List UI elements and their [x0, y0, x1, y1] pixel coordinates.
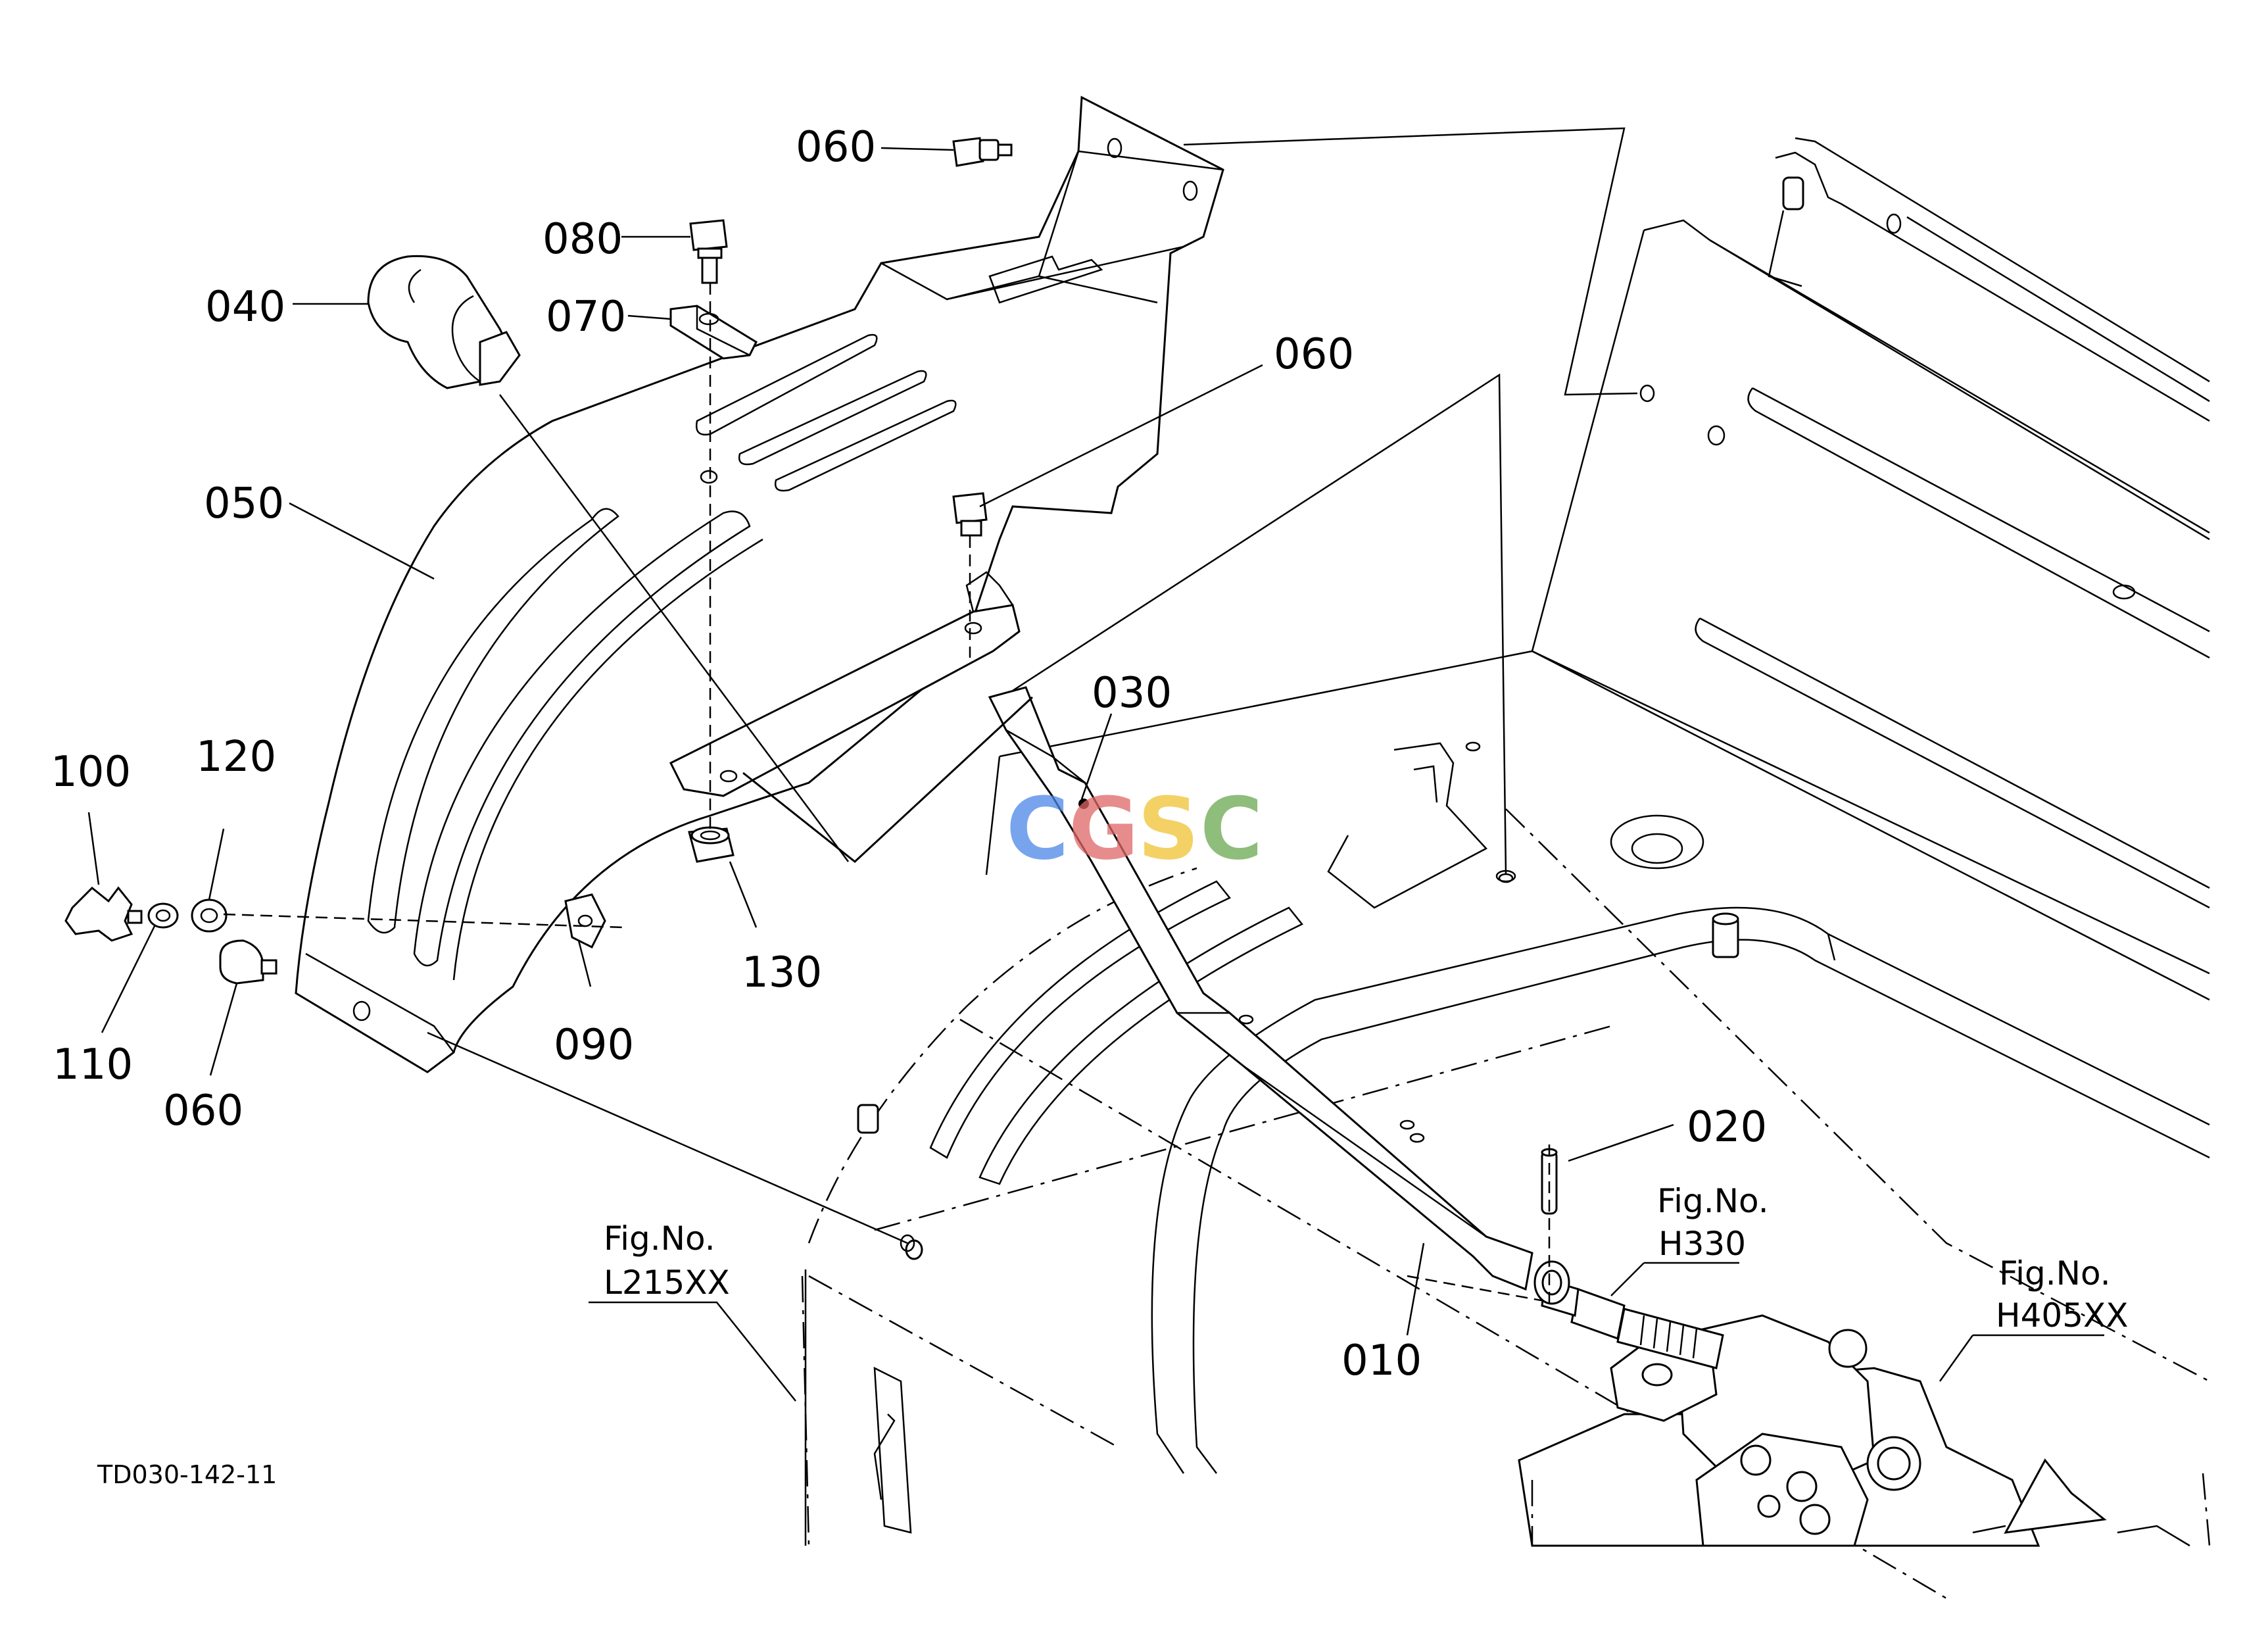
machine-body	[801, 137, 2210, 1600]
callout-040: 040	[205, 283, 285, 332]
callout-labels: 060 080 070 040 060 050 030 100 120 130 …	[51, 123, 1767, 1385]
figure-references: Fig.No. L215XX Fig.No. H330 Fig.No. H405…	[604, 1182, 2129, 1335]
callout-060-bottom: 060	[163, 1087, 243, 1135]
fig-ref-l215-code: L215XX	[604, 1264, 730, 1302]
fig-ref-l215-prefix: Fig.No.	[604, 1219, 715, 1258]
fig-ref-h330-code: H330	[1658, 1225, 1746, 1263]
hardware-parts	[64, 137, 1013, 985]
fig-ref-h330-prefix: Fig.No.	[1657, 1182, 1769, 1220]
callout-030: 030	[1092, 669, 1172, 718]
callout-020: 020	[1687, 1103, 1767, 1152]
watermark: C G S C	[1006, 779, 1263, 879]
watermark-letter-c1: C	[1006, 779, 1069, 879]
leader-lines	[87, 127, 2104, 1402]
lever-pivot-dot	[1078, 799, 1089, 809]
lever-guide-cover	[295, 95, 1224, 1073]
callout-090: 090	[554, 1021, 634, 1069]
watermark-letter-s: S	[1138, 779, 1199, 879]
watermark-letter-g: G	[1069, 779, 1139, 879]
callout-060-mid: 060	[1274, 330, 1354, 379]
fig-ref-h405-code: H405XX	[1996, 1296, 2129, 1335]
callout-110: 110	[53, 1041, 133, 1089]
fig-ref-h405-prefix: Fig.No.	[1999, 1254, 2111, 1292]
diagram-code: TD030-142-11	[97, 1460, 277, 1489]
assembly-lines	[223, 283, 1034, 929]
callout-100: 100	[51, 748, 131, 797]
callout-070: 070	[546, 293, 626, 341]
callout-120: 120	[196, 733, 276, 781]
control-valve	[1407, 1275, 2211, 1547]
callout-130: 130	[742, 948, 822, 997]
callout-060-top: 060	[796, 123, 876, 172]
callout-010: 010	[1341, 1337, 1422, 1385]
lever-arm	[988, 686, 1570, 1309]
callout-050: 050	[204, 479, 284, 528]
callout-080: 080	[543, 215, 623, 264]
watermark-letter-c2: C	[1200, 779, 1263, 879]
